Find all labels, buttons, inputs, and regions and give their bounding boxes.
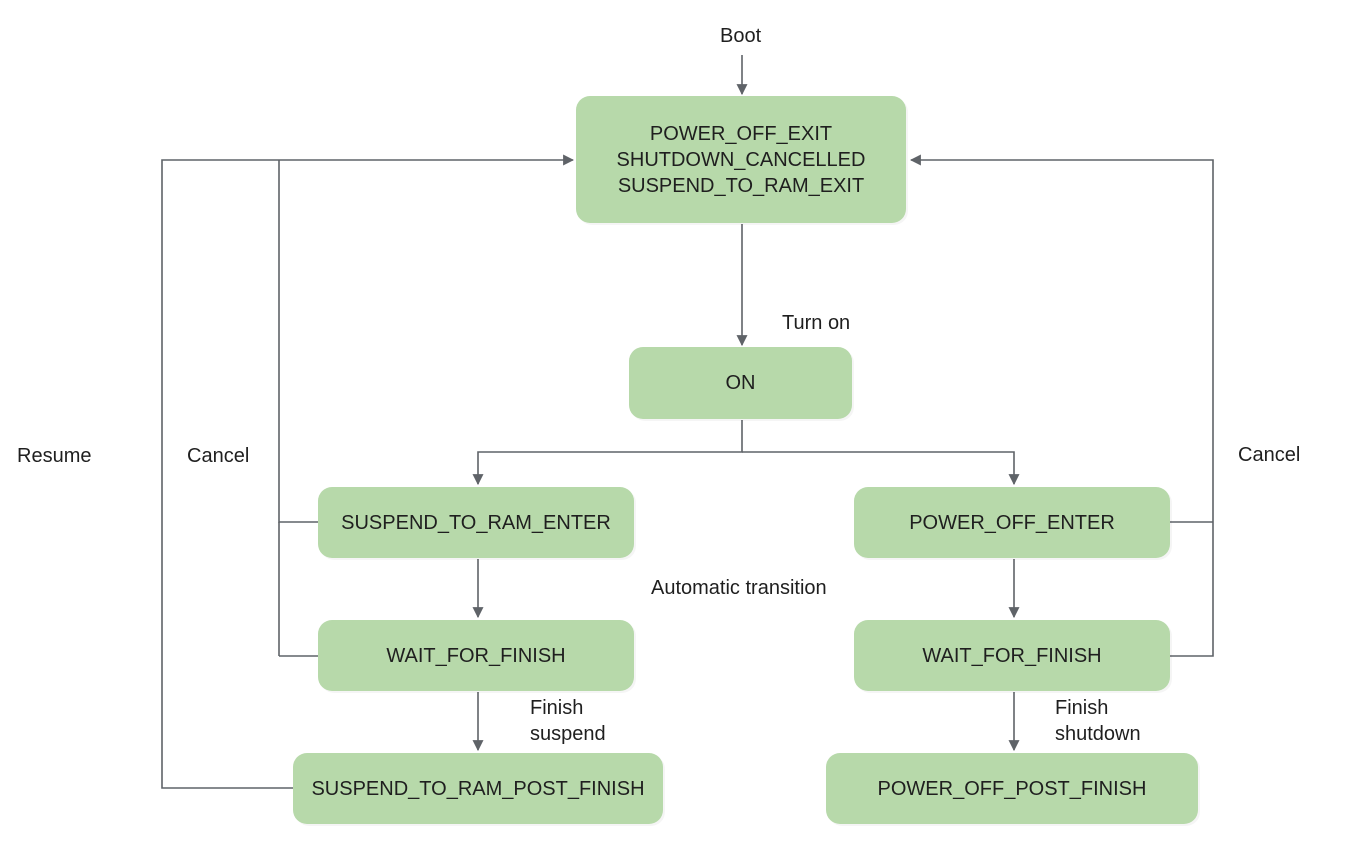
node-exit-state-line-3: SUSPEND_TO_RAM_EXIT	[617, 174, 865, 197]
node-poweroff-post-label: POWER_OFF_POST_FINISH	[877, 777, 1147, 800]
label-finish-shutdown: Finish shutdown	[1055, 695, 1141, 747]
node-on-label: ON	[725, 372, 756, 394]
node-on: ON	[629, 347, 852, 419]
node-exit-state-line-1: POWER_OFF_EXIT	[649, 122, 833, 145]
label-finish-suspend-line-1: Finish	[530, 697, 584, 719]
node-exit-state-line-2: SHUTDOWN_CANCELLED	[616, 148, 866, 171]
edge-cancel-right	[909, 154, 1214, 657]
edge-resume	[161, 154, 575, 789]
label-finish-suspend: Finish suspend	[530, 695, 606, 747]
node-suspend-wait-label: WAIT_FOR_FINISH	[386, 644, 566, 667]
node-poweroff-wait-label: WAIT_FOR_FINISH	[922, 644, 1102, 667]
node-suspend-post: SUSPEND_TO_RAM_POST_FINISH	[293, 753, 663, 824]
node-suspend-enter-label: SUSPEND_TO_RAM_ENTER	[341, 511, 611, 534]
label-finish-shutdown-line-1: Finish	[1055, 697, 1109, 719]
node-poweroff-post: POWER_OFF_POST_FINISH	[826, 753, 1198, 824]
label-resume: Resume	[17, 445, 92, 467]
label-cancel-left: Cancel	[187, 445, 250, 467]
edge-cancel-left-enter	[278, 160, 318, 523]
label-finish-shutdown-line-2: shutdown	[1055, 723, 1141, 745]
node-suspend-post-label: SUSPEND_TO_RAM_POST_FINISH	[311, 777, 645, 800]
edge-on-split-right	[742, 451, 1020, 486]
label-automatic-transition: Automatic transition	[651, 577, 827, 599]
node-poweroff-enter: POWER_OFF_ENTER	[854, 487, 1170, 558]
label-turn-on: Turn on	[782, 312, 851, 334]
label-boot: Boot	[720, 25, 762, 47]
node-poweroff-wait: WAIT_FOR_FINISH	[854, 620, 1170, 691]
node-poweroff-enter-label: POWER_OFF_ENTER	[909, 511, 1115, 534]
node-suspend-enter: SUSPEND_TO_RAM_ENTER	[318, 487, 634, 558]
label-finish-suspend-line-2: suspend	[530, 723, 606, 745]
node-exit-state: POWER_OFF_EXIT SHUTDOWN_CANCELLED SUSPEN…	[576, 96, 906, 223]
node-suspend-wait: WAIT_FOR_FINISH	[318, 620, 634, 691]
edge-on-split-left	[472, 420, 743, 486]
label-cancel-right: Cancel	[1238, 444, 1301, 466]
